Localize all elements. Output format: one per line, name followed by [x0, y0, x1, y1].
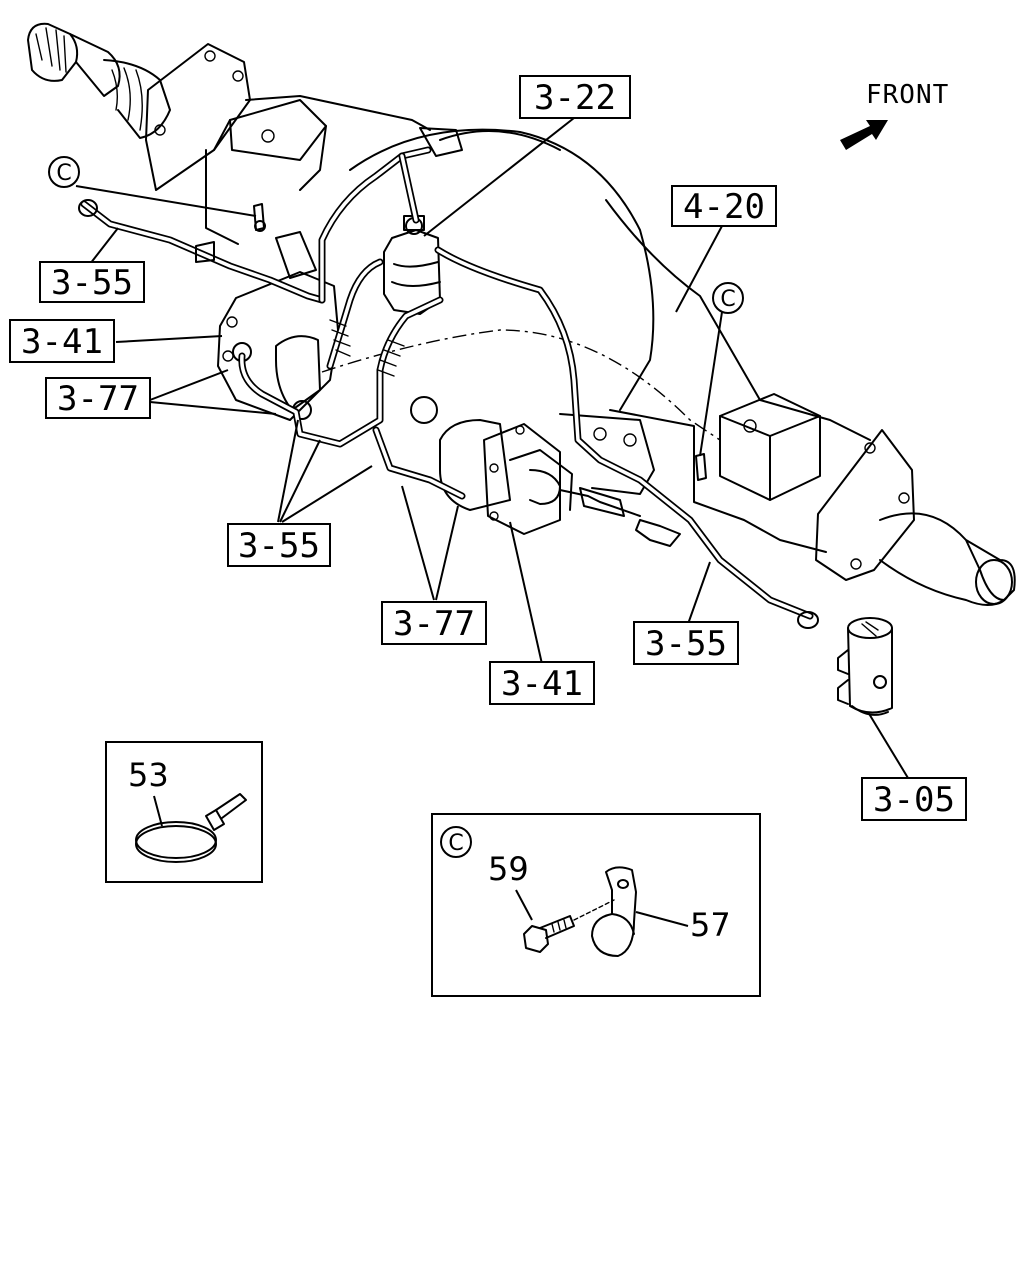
callout-3-77-bottom[interactable]: 3-77 — [381, 601, 487, 645]
clip-right — [695, 453, 707, 481]
callout-label: 3-05 — [873, 780, 955, 820]
part-number-57: 57 — [690, 906, 731, 944]
detail-box-c[interactable]: C 59 57 — [431, 813, 761, 997]
leader-lines — [75, 117, 909, 779]
part-number-53: 53 — [128, 756, 169, 794]
callout-label: 3-41 — [21, 322, 103, 362]
band-clamp-drawing — [135, 793, 247, 863]
valve-body-left — [217, 271, 438, 424]
callout-label: 3-55 — [238, 526, 320, 566]
callout-3-55-center[interactable]: 3-55 — [227, 523, 331, 567]
callout-label: 4-20 — [683, 187, 765, 227]
callout-label: 3-55 — [645, 624, 727, 664]
callout-label: 3-22 — [534, 78, 616, 118]
callout-3-41-bottom[interactable]: 3-41 — [489, 661, 595, 705]
callout-label: 3-77 — [393, 604, 475, 644]
front-direction-indicator: FRONT — [840, 80, 949, 150]
clip-left — [253, 203, 266, 232]
circle-marker-label: C — [448, 831, 463, 856]
front-arrow-icon — [840, 120, 888, 150]
front-label: FRONT — [866, 80, 949, 110]
callout-label: 3-41 — [501, 664, 583, 704]
callout-label: 3-77 — [57, 379, 139, 419]
brake-pipes — [78, 127, 819, 629]
axle-housing — [27, 22, 1016, 606]
part-3-05-drawing — [837, 617, 893, 716]
callout-3-05[interactable]: 3-05 — [861, 777, 967, 821]
circle-marker-c-left: C — [48, 156, 80, 188]
callout-3-22[interactable]: 3-22 — [519, 75, 631, 119]
circle-marker-label: C — [720, 287, 735, 312]
callout-3-55-left[interactable]: 3-55 — [39, 261, 145, 303]
callout-3-77-left[interactable]: 3-77 — [45, 377, 151, 419]
callout-3-41-left[interactable]: 3-41 — [9, 319, 115, 363]
callout-label: 3-55 — [51, 263, 133, 303]
circle-marker-c-right: C — [712, 282, 744, 314]
circle-marker-label: C — [56, 161, 71, 186]
callout-3-55-right[interactable]: 3-55 — [633, 621, 739, 665]
callout-4-20[interactable]: 4-20 — [671, 185, 777, 227]
brake-chamber — [439, 413, 681, 547]
detail-box-53[interactable]: 53 — [105, 741, 263, 883]
part-number-59: 59 — [488, 850, 529, 888]
bolt-59-drawing — [523, 899, 615, 953]
pipe-clip-57-drawing — [591, 866, 637, 957]
